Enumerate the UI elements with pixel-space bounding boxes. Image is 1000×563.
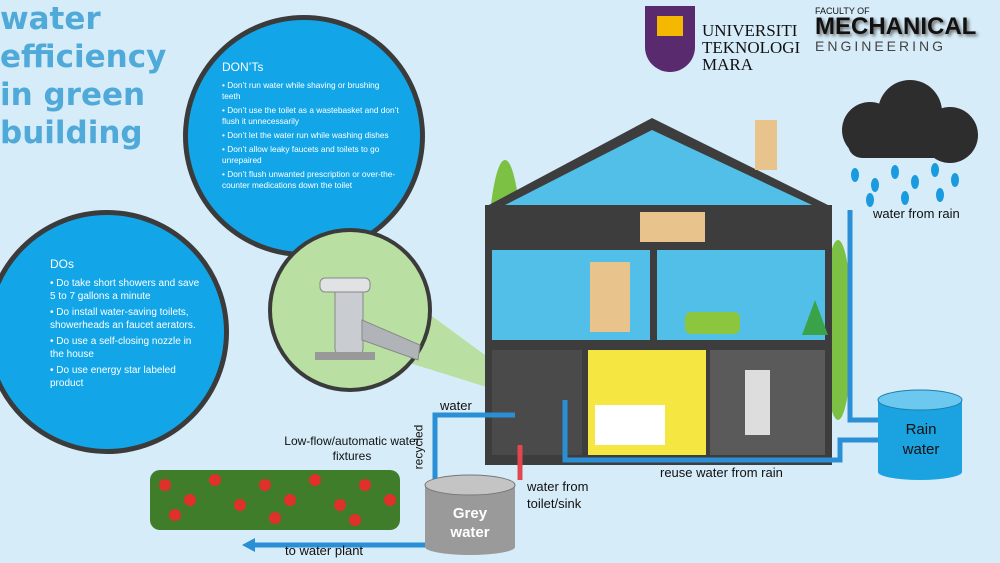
faculty-small: FACULTY OF (815, 6, 870, 16)
faculty-big: MECHANICAL (815, 13, 977, 40)
list-item: Don’t let the water run while washing di… (222, 130, 400, 141)
label-plant: to water plant (285, 543, 364, 558)
page-title: water efficiency in green building (0, 1, 167, 151)
logo-line: TEKNOLOGI (702, 38, 801, 57)
rain-cloud-icon (842, 80, 978, 207)
arrow-icon (242, 538, 255, 552)
uitm-logo (645, 6, 695, 72)
university-name: UNIVERSITI TEKNOLOGI MARA (702, 22, 800, 73)
label-grey-water: Grey water (450, 505, 490, 541)
faucet-icon (315, 277, 421, 361)
label-water: water (440, 398, 472, 413)
label-rain-water: Rain water (902, 421, 940, 458)
list-item: Do use energy star labeled product (50, 364, 204, 390)
house (485, 118, 832, 465)
faculty-sub: ENGINEERING (815, 38, 947, 54)
label-fixtures: Low-flow/automatic water fixtures (284, 434, 420, 463)
logo-line: UNIVERSITI (702, 21, 798, 40)
list-item: Don’t flush unwanted prescription or ove… (222, 169, 400, 191)
label-toilet-sink: water from toilet/sink (527, 479, 589, 511)
dos-bubble: DOs Do take short showers and save 5 to … (0, 210, 229, 454)
list-item: Don’t run water while shaving or brushin… (222, 80, 400, 102)
grey-water-tank (424, 474, 516, 555)
faculty-logo: FACULTY OF MECHANICAL ENGINEERING (815, 6, 976, 54)
list-item: Do take short showers and save 5 to 7 ga… (50, 277, 204, 303)
tomato-plants-icon (150, 470, 400, 530)
list-item: Don’t use the toilet as a wastebasket an… (222, 105, 400, 127)
label-reuse: reuse water from rain (660, 465, 783, 480)
rain-tank (877, 389, 963, 480)
dos-heading: DOs (50, 257, 74, 271)
pipes (250, 210, 880, 548)
logo-line: MARA (702, 55, 754, 74)
logo-emblem-icon (657, 16, 683, 36)
list-item: Do install water-saving toilets, showerh… (50, 306, 204, 332)
list-item: Don’t allow leaky faucets and toilets to… (222, 144, 400, 166)
list-item: Do use a self-closing nozzle in the hous… (50, 335, 204, 361)
label-water-from-rain: water from rain (873, 206, 960, 221)
donts-heading: DON’Ts (222, 60, 264, 74)
